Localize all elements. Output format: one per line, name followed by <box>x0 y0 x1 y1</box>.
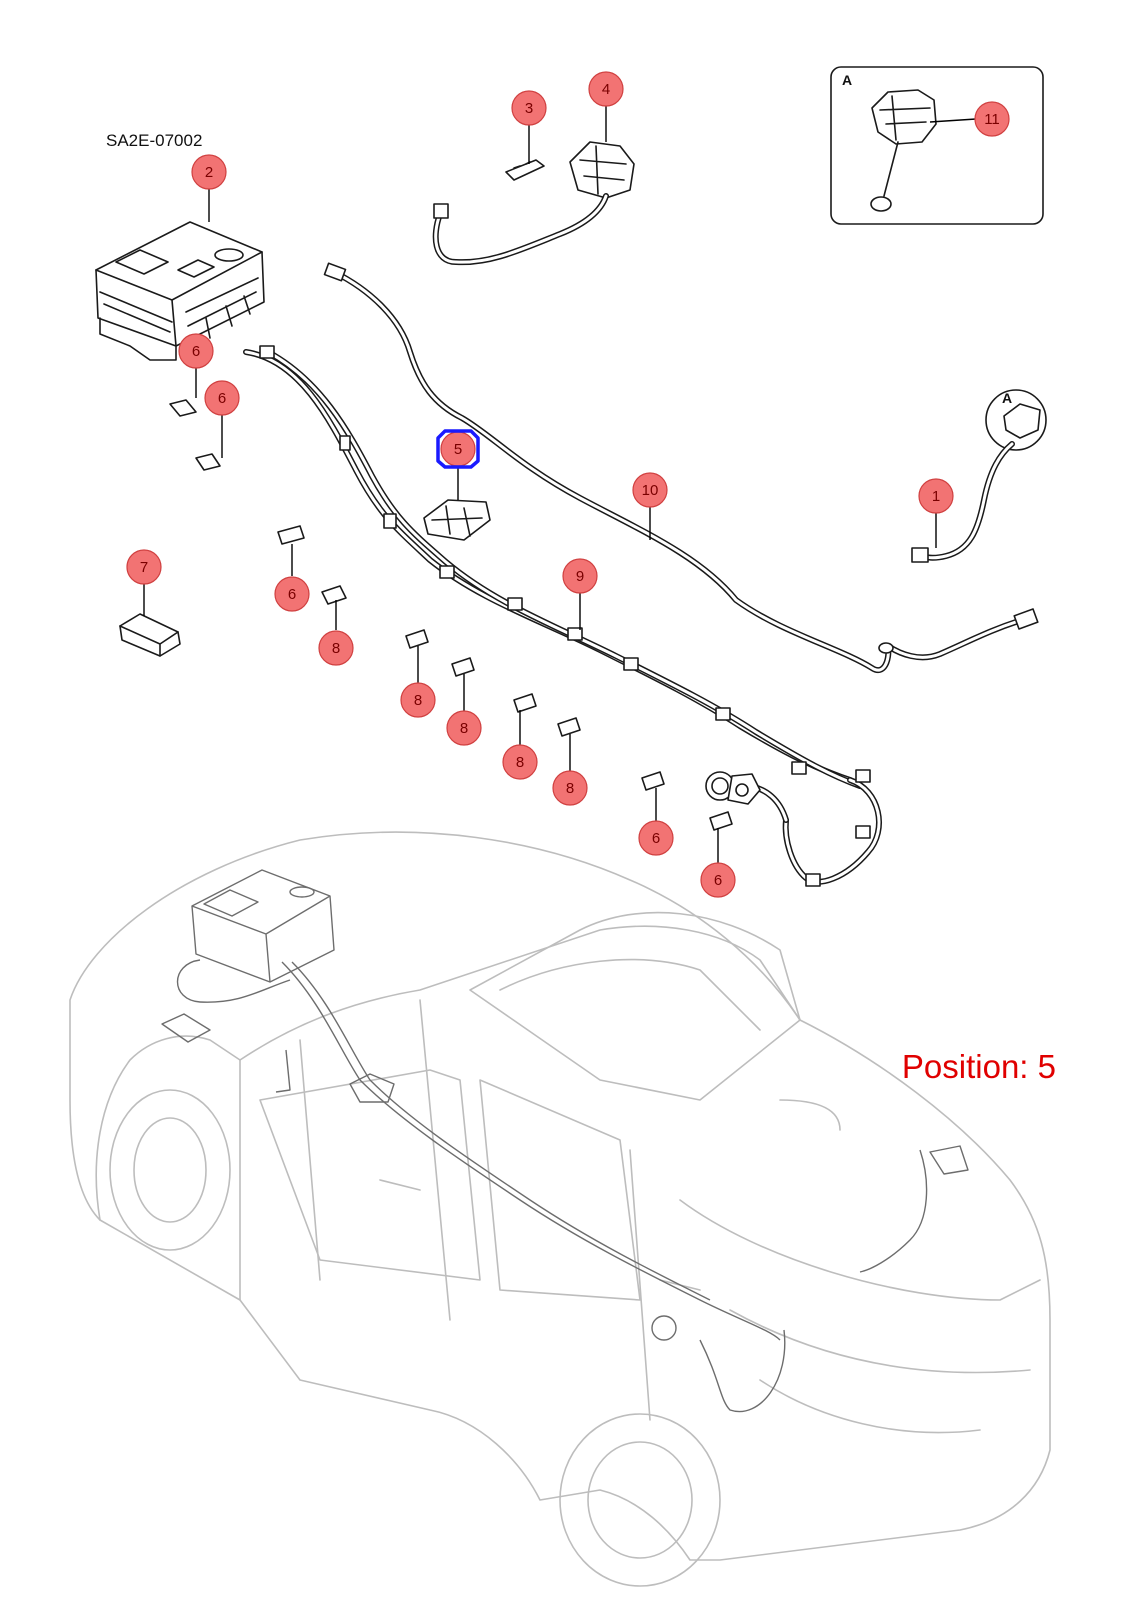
svg-text:11: 11 <box>984 111 1000 128</box>
svg-text:8: 8 <box>566 780 574 797</box>
detail-a-inset <box>830 66 1044 225</box>
clip-8-d <box>513 693 537 713</box>
callout-8-a[interactable]: 8 <box>318 630 354 666</box>
svg-text:6: 6 <box>714 872 722 889</box>
svg-text:8: 8 <box>332 640 340 657</box>
drawing-code: SA2E-07002 <box>106 131 203 150</box>
svg-text:1: 1 <box>932 488 940 505</box>
detail-a-component <box>870 89 937 212</box>
svg-text:10: 10 <box>642 482 659 499</box>
part-3-bracket <box>505 159 545 181</box>
part-2-charger-unit <box>95 221 265 361</box>
part-10-cable <box>323 262 1039 673</box>
svg-text:6: 6 <box>652 830 660 847</box>
callouts: 2 6 6 3 4 11 5 10 1 7 6 8 9 8 8 8 8 6 6 <box>126 71 1010 898</box>
detail-a-marker-label: A <box>1002 390 1013 406</box>
svg-text:5: 5 <box>454 441 462 458</box>
callout-6-c[interactable]: 6 <box>274 576 310 612</box>
callout-6-a[interactable]: 6 <box>178 333 214 369</box>
part-7-module <box>119 613 181 657</box>
callout-8-d[interactable]: 8 <box>502 744 538 780</box>
clip-6-a <box>169 399 197 417</box>
part-4-connector-assembly <box>432 141 635 266</box>
harness-clip-marks <box>259 345 871 887</box>
clip-8-e <box>557 717 581 737</box>
callout-9[interactable]: 9 <box>562 558 598 594</box>
svg-text:8: 8 <box>460 720 468 737</box>
callout-1[interactable]: 1 <box>918 478 954 514</box>
svg-text:9: 9 <box>576 568 584 585</box>
svg-text:7: 7 <box>140 559 148 576</box>
svg-text:2: 2 <box>205 164 213 181</box>
callout-10[interactable]: 10 <box>632 472 668 508</box>
clip-6-e <box>709 811 733 831</box>
callout-7[interactable]: 7 <box>126 549 162 585</box>
charging-socket <box>705 771 761 805</box>
callout-8-e[interactable]: 8 <box>552 770 588 806</box>
part-5-module <box>423 499 491 541</box>
position-label: Position: 5 <box>901 1048 1056 1085</box>
vehicle-outline <box>69 831 1051 1587</box>
clip-8-c <box>451 657 475 677</box>
svg-text:8: 8 <box>414 692 422 709</box>
svg-text:6: 6 <box>192 343 200 360</box>
callout-8-c[interactable]: 8 <box>446 710 482 746</box>
callout-3[interactable]: 3 <box>511 90 547 126</box>
clip-6-d <box>641 771 665 791</box>
clip-6-c <box>277 525 305 545</box>
svg-text:6: 6 <box>218 390 226 407</box>
callout-5[interactable]: 5 <box>440 431 476 467</box>
clip-8-b <box>405 629 429 649</box>
part-1-harness <box>911 389 1047 563</box>
svg-text:6: 6 <box>288 586 296 603</box>
callout-6-b[interactable]: 6 <box>204 380 240 416</box>
svg-text:4: 4 <box>602 81 610 98</box>
selected-position-highlight <box>436 429 480 469</box>
installed-components <box>161 869 969 1413</box>
leader-lines <box>143 105 977 864</box>
callout-6-e[interactable]: 6 <box>700 862 736 898</box>
clip-8-a <box>321 585 347 605</box>
callout-2[interactable]: 2 <box>191 154 227 190</box>
detail-a-label: A <box>842 72 853 88</box>
clip-parts <box>169 399 733 831</box>
callout-4[interactable]: 4 <box>588 71 624 107</box>
svg-text:3: 3 <box>525 100 533 117</box>
svg-text:8: 8 <box>516 754 524 771</box>
callout-6-d[interactable]: 6 <box>638 820 674 856</box>
part-9-main-harness <box>243 345 882 887</box>
callout-11[interactable]: 11 <box>974 101 1010 137</box>
clip-6-b <box>195 453 221 471</box>
callout-8-b[interactable]: 8 <box>400 682 436 718</box>
